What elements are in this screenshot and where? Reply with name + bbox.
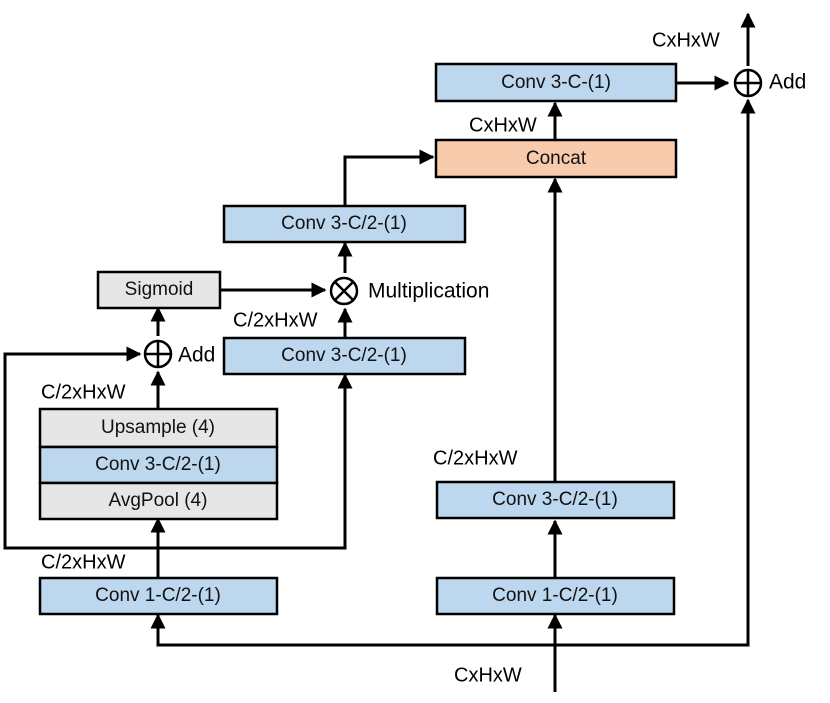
center-to-concat-wire <box>343 149 435 205</box>
avgpool-block <box>38 481 279 521</box>
upsample-label: Upsample (4) <box>101 417 215 438</box>
sigmoid-label: Sigmoid <box>125 279 194 300</box>
conv1-right-label: Conv 1-C/2-(1) <box>492 585 618 606</box>
left-skip-to-add-wire <box>3 346 158 550</box>
left-to-center-conv-wire <box>158 373 353 550</box>
conv3-center-low-block <box>222 336 467 376</box>
input-to-left-conv1-wire <box>150 613 555 647</box>
conv1-left-block <box>38 576 279 616</box>
conv3-center-high-label: Conv 3-C/2-(1) <box>281 213 407 234</box>
after-concat-dim-label: CxHxW <box>469 114 537 136</box>
output-dim-label: CxHxW <box>652 29 720 51</box>
conv3-center-low-label: Conv 3-C/2-(1) <box>281 345 407 366</box>
conv3-center-high-block <box>222 204 467 244</box>
conv-top-label: Conv 3-C-(1) <box>501 72 611 93</box>
left-after-conv1-dim-label: C/2xHxW <box>41 551 126 573</box>
upsample-block <box>38 407 279 449</box>
conv1-right-block <box>435 576 676 616</box>
concat-label: Concat <box>526 148 587 169</box>
conv3-right-label: Conv 3-C/2-(1) <box>492 489 618 510</box>
avgpool-label: AvgPool (4) <box>109 490 208 511</box>
connection-wires <box>3 12 756 692</box>
conv-left-mid-label: Conv 3-C/2-(1) <box>95 454 221 475</box>
input-dim-label: CxHxW <box>454 664 522 686</box>
right-after-conv-dim-label: C/2xHxW <box>433 447 518 469</box>
conv-left-mid-block <box>38 445 279 485</box>
add-top-label: Add <box>769 71 806 94</box>
left-stack: Upsample (4) Conv 3-C/2-(1) AvgPool (4) <box>38 407 279 521</box>
add-left-label: Add <box>178 344 215 367</box>
sigmoid-block <box>96 270 222 310</box>
center-after-conv-dim-label: C/2xHxW <box>233 309 318 331</box>
add-left-operator <box>143 339 173 369</box>
left-after-stack-dim-label: C/2xHxW <box>41 381 126 403</box>
conv-top-block <box>434 62 678 103</box>
conv3-right-block <box>435 480 676 520</box>
multiplication-label: Multiplication <box>368 280 489 303</box>
add-top-operator <box>733 68 763 98</box>
residual-skip-wire <box>555 98 756 647</box>
concat-block <box>434 138 678 179</box>
conv1-left-label: Conv 1-C/2-(1) <box>95 585 221 606</box>
multiplication-operator <box>329 276 359 306</box>
